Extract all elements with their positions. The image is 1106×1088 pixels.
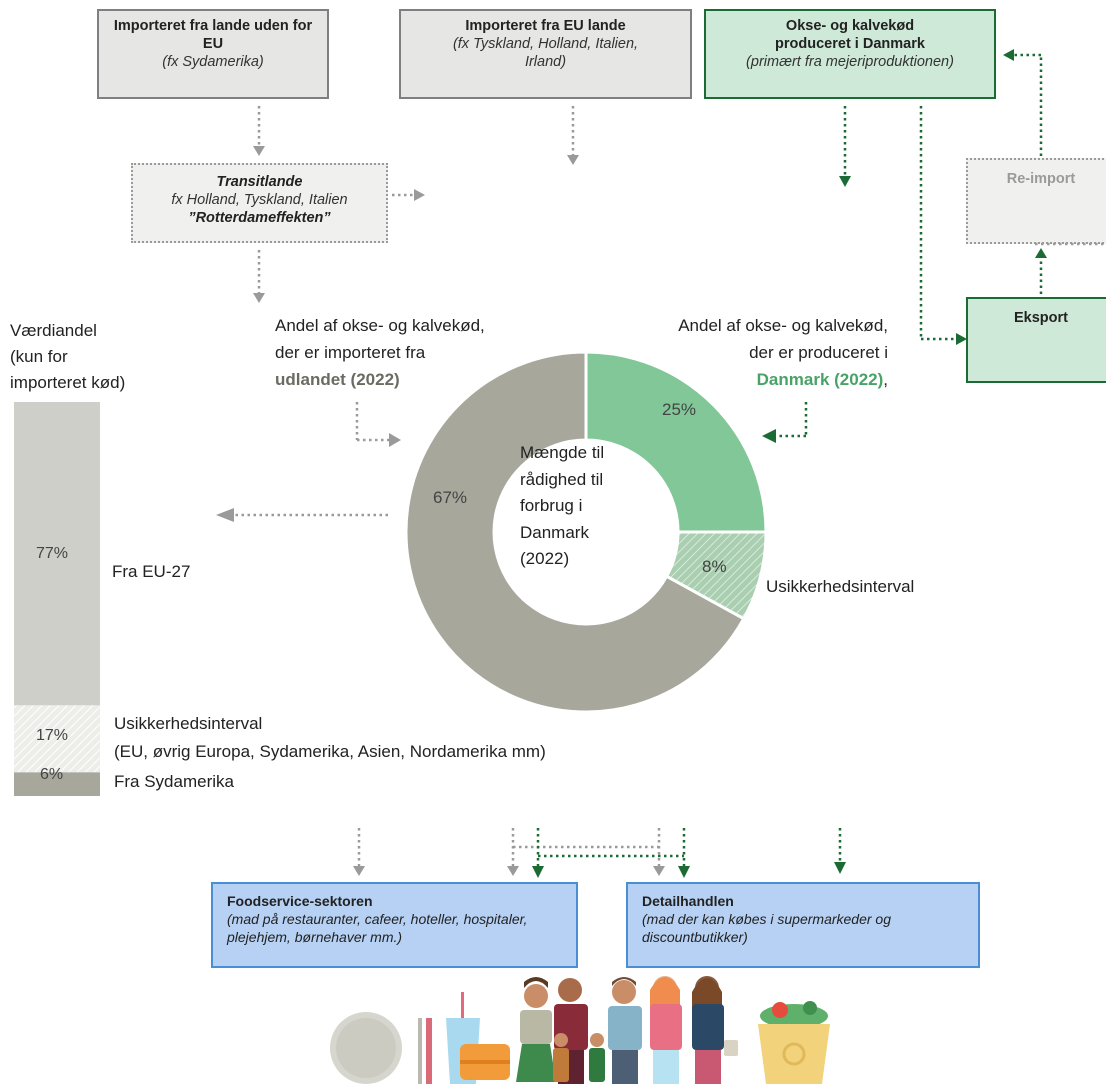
transit-effect: ”Rotterdameffekten” (188, 210, 331, 226)
bar-title-line-2: (kun for (10, 347, 68, 366)
arrowhead-eu (567, 155, 579, 165)
person-woman-green-icon (516, 977, 556, 1082)
retail-subtitle: (mad der kan købes i supermarkeder og di… (642, 911, 891, 945)
bar-segment-south-america (14, 772, 100, 796)
donut-label-dk: 25% (662, 400, 697, 419)
donut-center-text: Mængde til rådighed til forbrug i Danmar… (520, 440, 650, 573)
bar-title: Værdiandel (kun for importeret kød) (10, 318, 125, 396)
burger-box-icon (460, 1044, 510, 1080)
non-eu-import-box: Importeret fra lande uden for EU (fx Syd… (97, 9, 329, 99)
retail-box: Detailhandlen (mad der kan købes i super… (626, 882, 980, 968)
arrowhead-green-far (834, 862, 846, 874)
person-woman-navy-icon (692, 976, 738, 1084)
foodservice-box: Foodservice-sektoren (mad på restaurante… (211, 882, 578, 968)
bar-label-south-america: 6% (40, 766, 64, 783)
donut-segment-dk (584, 350, 768, 534)
danish-production-subtitle: (primært fra mejeriproduktionen) (746, 54, 954, 70)
dk-share-annotation: Andel af okse- og kalvekød, der er produ… (560, 312, 888, 393)
dk-share-suffix: , (883, 370, 888, 389)
import-share-line-2: der er importeret fra (275, 343, 426, 362)
person-man-blue-icon (608, 977, 642, 1084)
arrowhead-transit-down (253, 293, 265, 303)
arrowhead-reimport (1035, 248, 1047, 258)
dk-share-line-3: Danmark (2022), (560, 366, 888, 393)
donut-center-line-3: forbrug i (520, 496, 583, 515)
donut-label-import: 67% (433, 488, 468, 507)
bar-side-label-south-america: Fra Sydamerika (114, 772, 234, 791)
arrowhead-grey-mid (507, 866, 519, 876)
dk-share-highlight: Danmark (2022) (756, 370, 884, 389)
arrowhead-donut-to-bar (216, 508, 234, 522)
bar-side-label-uncertainty-detail: (EU, øvrig Europa, Sydamerika, Asien, No… (114, 742, 546, 761)
bar-label-uncertainty: 17% (36, 727, 69, 744)
danish-production-title: Okse- og kalvekød produceret i Danmark (775, 18, 925, 52)
arrowhead-export (956, 333, 967, 345)
eu-import-subtitle: (fx Tyskland, Holland, Italien, Irland) (452, 36, 639, 70)
import-share-annotation: Andel af okse- og kalvekød, der er impor… (275, 312, 485, 393)
import-share-highlight: udlandet (2022) (275, 370, 400, 389)
donut-segment-import (404, 350, 746, 714)
donut-center-line-5: (2022) (520, 549, 570, 568)
person-woman-pink-icon (650, 976, 682, 1084)
arrowhead-dk-down (839, 176, 851, 187)
eu-import-title: Importeret fra EU lande (465, 18, 626, 34)
dk-share-line-2: der er produceret i (749, 343, 888, 362)
arrowhead-green-mid (532, 866, 544, 878)
import-share-line-1: Andel af okse- og kalvekød, (275, 316, 485, 335)
bar-segment-uncertainty (14, 705, 100, 773)
non-eu-import-subtitle: (fx Sydamerika) (162, 54, 264, 70)
donut-center-line-1: Mængde til (520, 443, 605, 462)
donut-center-line-4: Danmark (520, 522, 589, 542)
arrowhead-grey-right (653, 866, 665, 876)
transit-subtitle: fx Holland, Tyskland, Italien (171, 192, 348, 208)
reimport-title: Re-import (1006, 171, 1076, 187)
arrowhead-grey-left (353, 866, 365, 876)
foodservice-subtitle: (mad på restauranter, cafeer, hoteller, … (227, 911, 528, 945)
dk-share-line-1: Andel af okse- og kalvekød, (678, 316, 888, 335)
cutlery-icon (418, 1018, 432, 1084)
arrowhead-green-right (678, 866, 690, 878)
donut-label-uncertainty: 8% (702, 557, 727, 576)
donut-center-line-2: rådighed til (520, 469, 604, 489)
bar-title-line-1: Værdiandel (10, 321, 97, 340)
bar-side-label-uncertainty: Usikkerhedsinterval (114, 714, 263, 733)
transit-countries-box: Transitlande fx Holland, Tyskland, Itali… (131, 163, 388, 243)
export-title: Eksport (1014, 310, 1068, 326)
foodservice-title: Foodservice-sektoren (227, 893, 373, 909)
non-eu-import-title: Importeret fra lande uden for EU (113, 18, 313, 52)
export-box: Eksport (966, 297, 1106, 383)
arrowhead-dk-box (1003, 49, 1014, 61)
bar-label-eu: 77% (36, 545, 69, 562)
arrowhead-transit-right (414, 189, 425, 201)
arrowhead-dk-annotation (762, 429, 776, 443)
transit-title: Transitlande (216, 174, 303, 190)
retail-title: Detailhandlen (642, 893, 734, 909)
arrowhead-import-annotation (389, 433, 401, 447)
bar-segment-eu (14, 402, 100, 706)
child-icon (553, 1033, 605, 1082)
grocery-basket-icon (758, 1001, 830, 1084)
bar-title-line-3: importeret kød) (10, 373, 126, 392)
arrowhead-non-eu (253, 146, 265, 156)
bar-side-label-eu: Fra EU-27 (112, 562, 191, 581)
plate-icon (330, 1012, 402, 1084)
eu-import-box: Importeret fra EU lande (fx Tyskland, Ho… (399, 9, 692, 99)
donut-uncertainty-label: Usikkerhedsinterval (766, 577, 915, 596)
danish-production-box: Okse- og kalvekød produceret i Danmark (… (704, 9, 996, 99)
